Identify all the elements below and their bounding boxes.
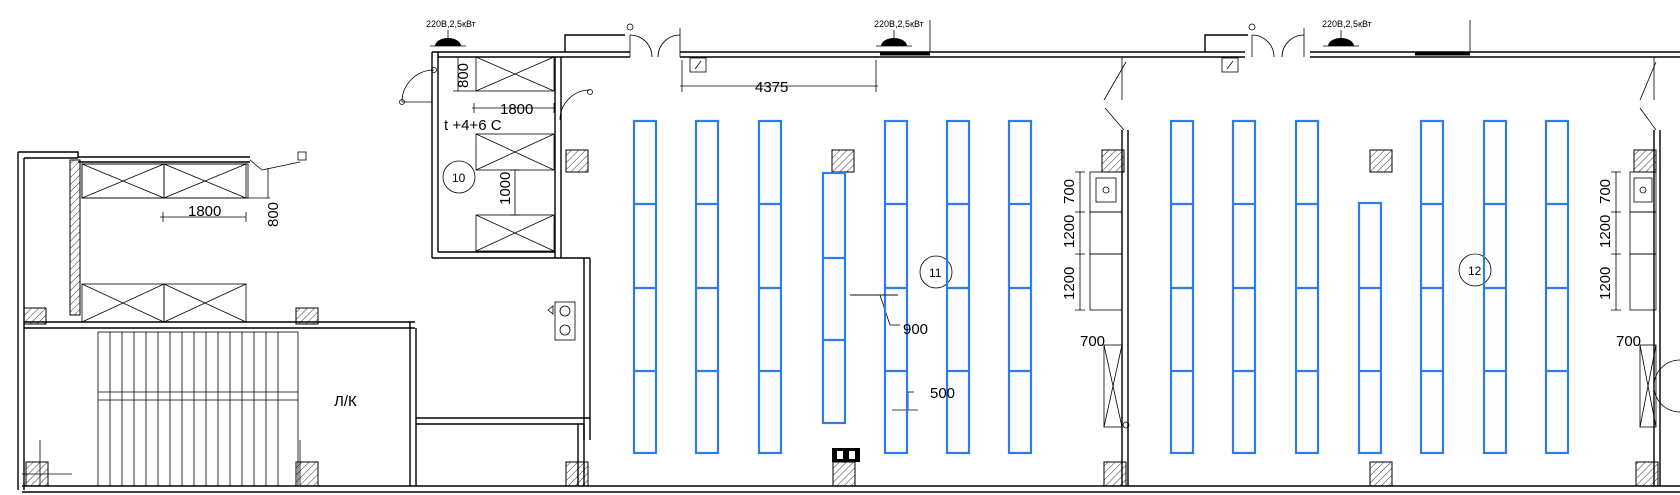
dim-label-r11-700: 700 [1061,179,1078,204]
sink-unit-11 [1075,171,1130,429]
floor-socket [832,448,860,462]
dim-label-1800-left: 1800 [188,203,221,220]
wall-device-1 [689,57,707,73]
room-11-marker [919,255,953,289]
dim-label-800-top: 800 [455,63,472,88]
dim-label-r11-1200a: 1200 [1061,215,1078,248]
entrance-door-1 [626,23,681,58]
outlet-lamp-3 [1323,30,1359,47]
outlet-lamp-1 [430,30,466,47]
dim-label-r12-700: 700 [1597,179,1614,204]
dim-label-900: 900 [903,321,928,338]
stair-label: Л/К [334,393,357,410]
sink-unit-12 [1611,171,1680,428]
rack-group [632,119,1570,455]
entrance-door-2 [1248,23,1305,58]
room-12-marker [1458,253,1492,287]
dim-label-1000: 1000 [497,172,514,205]
cold-temp-label: t +4+6 С [444,117,502,134]
dim-label-r11-700b: 700 [1080,333,1105,350]
wall-device-2 [1221,57,1239,73]
outlet-label-1: 220В,2,5кВт [426,19,476,29]
dim-label-500: 500 [930,385,955,402]
outer-walls [22,20,1680,493]
dim-label-1800-top: 1800 [500,101,533,118]
outlet-label-2: 220В,2,5кВт [874,19,924,29]
room-12-number: 12 [1468,264,1482,278]
stair-treads [109,332,279,486]
outlet-lamp-2 [876,30,912,47]
outlet-label-3: 220В,2,5кВт [1322,19,1372,29]
cold-room-10 [399,51,593,440]
dim-label-r12-1200a: 1200 [1597,215,1614,248]
left-block [17,151,417,490]
dim-label-4375: 4375 [755,79,788,96]
room-10-number: 10 [452,171,466,185]
rack-11 [1357,201,1383,455]
room-11-number: 11 [929,266,942,280]
dim-label-r12-1200b: 1200 [1597,267,1614,300]
dim-label-r12-700b: 700 [1616,333,1641,350]
dim-label-r11-1200b: 1200 [1061,267,1078,300]
dim-4375 [680,60,878,92]
rack-4 [821,171,847,425]
corridor [416,417,590,487]
dim-label-800-left: 800 [265,202,282,227]
